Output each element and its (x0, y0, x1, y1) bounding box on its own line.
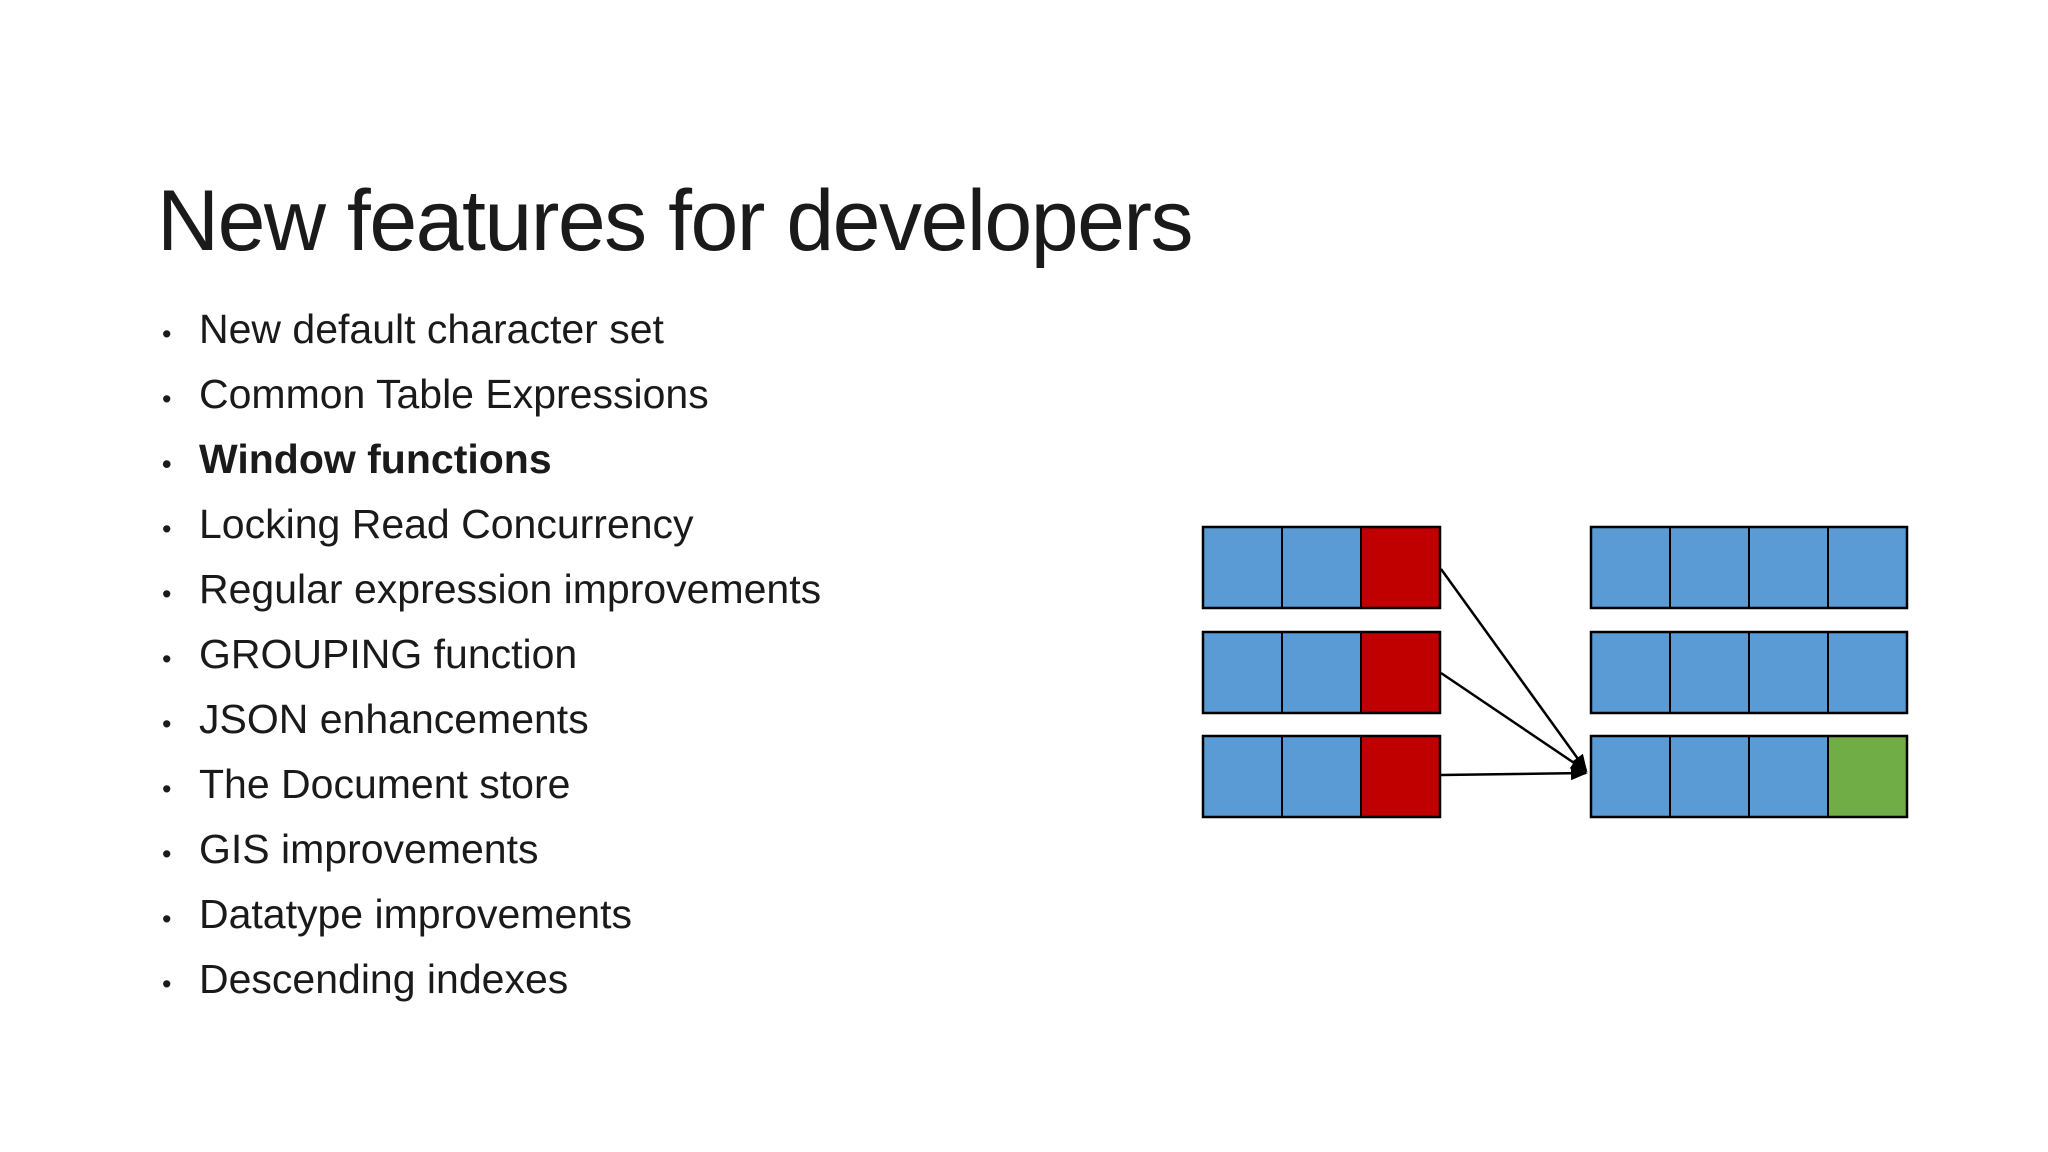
bullet-text: Locking Read Concurrency (199, 501, 694, 547)
bullet-text: Regular expression improvements (199, 566, 822, 612)
source-cell-blue (1281, 735, 1362, 818)
result-cell-blue (1590, 526, 1671, 609)
diagram-cells (1201, 525, 1909, 819)
source-row-border (1201, 734, 1442, 819)
bullet-text: Common Table Expressions (199, 371, 709, 417)
bullet-item: • GROUPING function (160, 622, 821, 687)
result-cell-blue (1590, 735, 1671, 818)
bullet-item: • New default character set (160, 297, 821, 362)
row-to-result-arrow (1440, 671, 1588, 773)
source-cell-blue (1202, 631, 1283, 714)
result-cell-blue (1669, 526, 1750, 609)
result-cell-blue (1827, 526, 1908, 609)
bullet-glyph: • (162, 904, 172, 934)
source-cell-blue (1202, 735, 1283, 818)
bullet-text: JSON enhancements (199, 696, 589, 742)
result-cell-blue (1669, 631, 1750, 714)
bullet-item: • Regular expression improvements (160, 557, 821, 622)
result-cell-blue (1748, 526, 1829, 609)
bullet-item: • Window functions (160, 427, 821, 492)
slide-title: New features for developers (157, 172, 1194, 269)
feature-list: • New default character set • Common Table … (160, 297, 821, 1012)
bullet-glyph: • (162, 579, 172, 609)
bullet-glyph: • (162, 514, 172, 544)
bullet-item: • Descending indexes (160, 947, 821, 1012)
bullet-item: • Datatype improvements (160, 882, 821, 947)
source-cell-red (1360, 631, 1441, 714)
bullet-text: New default character set (199, 306, 664, 352)
source-cell-red (1360, 526, 1441, 609)
source-cell-red (1360, 735, 1441, 818)
bullet-item: • Common Table Expressions (160, 362, 821, 427)
diagram-arrows (1439, 568, 1588, 781)
window-functions-diagram (1201, 525, 1909, 819)
row-to-result-arrow (1440, 766, 1588, 781)
source-cell-blue (1202, 526, 1283, 609)
source-row-border (1201, 525, 1442, 610)
bullet-text: GROUPING function (199, 631, 578, 677)
result-row-border (1589, 734, 1909, 819)
result-row-border (1589, 630, 1909, 715)
bullet-item: • JSON enhancements (160, 687, 821, 752)
source-cell-blue (1281, 526, 1362, 609)
bullet-glyph: • (162, 709, 172, 739)
bullet-text: Window functions (199, 436, 552, 482)
bullet-text: GIS improvements (199, 826, 539, 872)
source-row-border (1201, 630, 1442, 715)
bullet-glyph: • (162, 969, 172, 999)
bullet-item: • The Document store (160, 752, 821, 817)
source-cell-blue (1281, 631, 1362, 714)
bullet-glyph: • (162, 839, 172, 869)
result-cell-blue (1748, 735, 1829, 818)
result-cell-blue (1748, 631, 1829, 714)
bullet-glyph: • (162, 644, 172, 674)
bullet-glyph: • (162, 319, 172, 349)
result-row-border (1589, 525, 1909, 610)
bullet-text: Datatype improvements (199, 891, 632, 937)
bullet-text: The Document store (199, 761, 571, 807)
bullet-item: • Locking Read Concurrency (160, 492, 821, 557)
result-cell-blue (1590, 631, 1671, 714)
row-to-result-arrow (1439, 568, 1588, 772)
bullet-glyph: • (162, 774, 172, 804)
bullet-glyph: • (162, 449, 172, 479)
result-cell-blue (1669, 735, 1750, 818)
result-cell-green (1827, 735, 1908, 818)
bullet-text: Descending indexes (199, 956, 569, 1002)
result-cell-blue (1827, 631, 1908, 714)
bullet-item: • GIS improvements (160, 817, 821, 882)
bullet-glyph: • (162, 384, 172, 414)
